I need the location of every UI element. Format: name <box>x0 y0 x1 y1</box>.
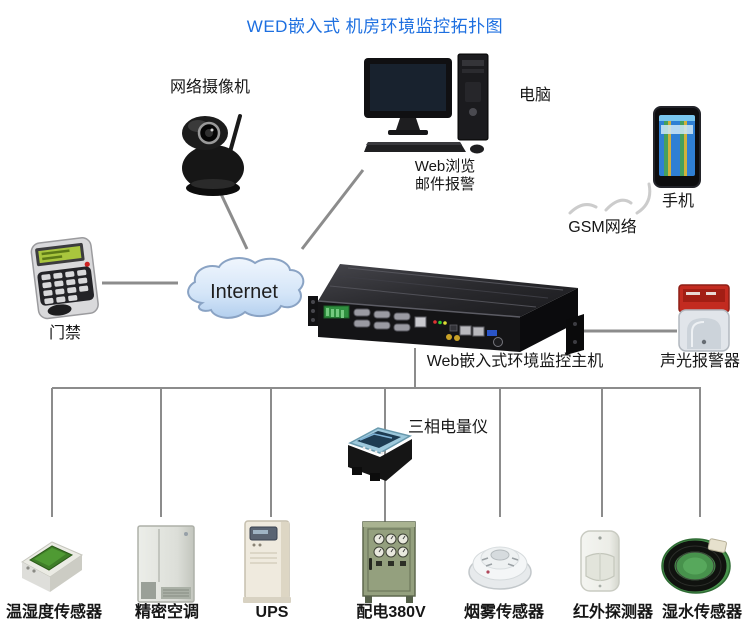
pc-sublabel: Web浏览 邮件报警 <box>395 158 495 194</box>
host-label: Web嵌入式环境监控主机 <box>426 353 604 370</box>
alarm-label: 声光报警器 <box>659 353 740 370</box>
gsm-network-label: GSM网络 <box>568 219 637 236</box>
monitoring-host-device <box>308 262 588 363</box>
phone-label: 手机 <box>661 193 694 210</box>
gsm-wireless-waves <box>568 182 652 215</box>
power-meter-label: 三相电量仪 <box>408 419 489 436</box>
network-camera-device <box>168 110 264 207</box>
sensor-label-ups: UPS <box>255 604 289 621</box>
sound-light-alarm-device <box>676 283 732 358</box>
pc-label: 电脑 <box>518 87 551 104</box>
temp-humidity-sensor-device <box>14 528 88 607</box>
door-label: 门禁 <box>48 325 81 342</box>
precision-ac-device <box>132 524 200 613</box>
smoke-sensor-device <box>464 532 536 603</box>
pc-sublabel-line1: Web浏览 <box>414 158 476 175</box>
page-title: WED嵌入式 机房环境监控拓扑图 <box>246 17 504 36</box>
sensor-label-infrared: 红外探测器 <box>572 604 653 621</box>
mobile-phone-device <box>653 106 701 188</box>
internet-cloud: Internet <box>178 253 310 334</box>
sensor-label-precision-ac: 精密空调 <box>134 604 199 621</box>
power-distribution-device <box>355 520 423 611</box>
power-meter-device <box>344 421 414 490</box>
water-leak-sensor-device <box>659 534 735 601</box>
infrared-detector-device <box>574 529 626 600</box>
ups-device <box>240 519 296 610</box>
sensor-label-water-leak: 湿水传感器 <box>661 604 742 621</box>
sensor-label-power-380v: 配电380V <box>356 604 426 621</box>
pc-sublabel-line2: 邮件报警 <box>414 176 475 193</box>
sensor-label-temp-humidity: 温湿度传感器 <box>5 604 102 621</box>
internet-label: Internet <box>210 281 278 303</box>
computer-device <box>362 52 494 169</box>
door-access-device <box>26 236 106 329</box>
camera-label: 网络摄像机 <box>169 79 250 96</box>
sensor-label-smoke: 烟雾传感器 <box>463 604 544 621</box>
